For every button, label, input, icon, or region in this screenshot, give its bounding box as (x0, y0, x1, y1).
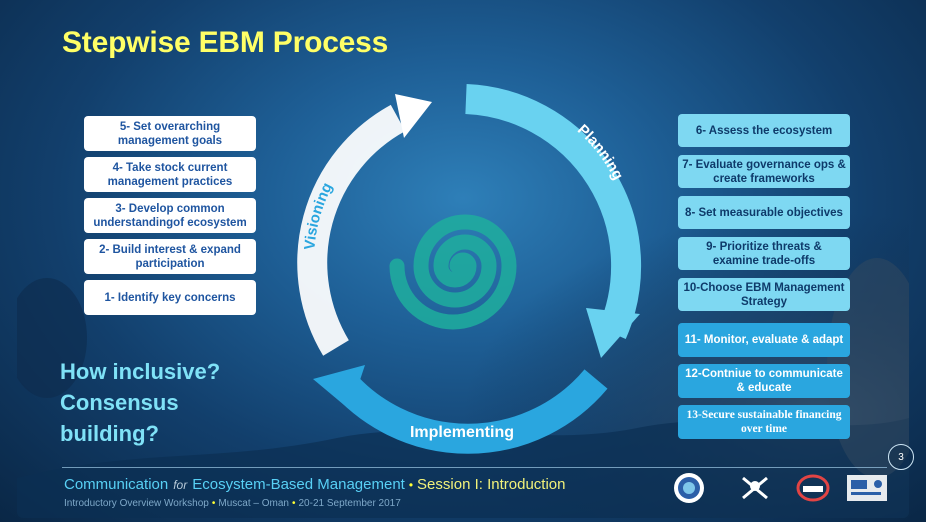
slide-title: Stepwise EBM Process (62, 26, 389, 59)
un-environment-logo-icon (847, 475, 887, 501)
footer-bullet: • (408, 478, 414, 492)
question-line-2: Consensus (60, 390, 179, 415)
step-7-box: 7- Evaluate governance ops & create fram… (678, 155, 850, 188)
footer-divider (62, 467, 887, 468)
footer-bullet-2: • (211, 498, 216, 509)
step-13-box: 13-Secure sustainable financing over tim… (678, 405, 850, 439)
jica-logo-icon (796, 474, 830, 502)
footer-title: Communication for Ecosystem-Based Manageme… (64, 476, 565, 493)
footer-session: Session I: Introduction (417, 476, 566, 493)
footer-dates: 20-21 September 2017 (298, 498, 401, 509)
footer-communication: Communication (64, 476, 169, 493)
implementing-arrowhead (313, 365, 365, 410)
step-2-box: 2- Build interest & expand participation (84, 239, 256, 274)
planning-arrowhead (586, 308, 640, 358)
step-6-box: 6- Assess the ecosystem (678, 114, 850, 147)
step-12-box: 12-Contniue to communicate & educate (678, 364, 850, 398)
question-line-1: How inclusive? (60, 359, 221, 384)
footer-location: Muscat – Oman (218, 498, 289, 509)
footer-bullet-3: • (291, 498, 296, 509)
spiral-icon (389, 214, 517, 330)
footer-workshop: Introductory Overview Workshop (64, 498, 209, 509)
footer-for: for (173, 478, 188, 492)
footer-ebm: Ecosystem-Based Management (192, 476, 405, 493)
step-5-box: 5- Set overarching management goals (84, 116, 256, 151)
step-8-box: 8- Set measurable objectives (678, 196, 850, 229)
page-number: 3 (888, 444, 914, 470)
step-4-box: 4- Take stock current management practic… (84, 157, 256, 192)
question-line-3: building? (60, 421, 159, 446)
oman-emblem-icon (742, 476, 768, 500)
step-3-box: 3- Develop common understandingof ecosys… (84, 198, 256, 233)
footer-subtitle: Introductory Overview Workshop•Muscat – … (64, 498, 401, 509)
step-11-box: 11- Monitor, evaluate & adapt (678, 323, 850, 357)
ropme-logo-icon (674, 473, 704, 503)
planning-arc (465, 84, 642, 340)
step-9-box: 9- Prioritize threats & examine trade-of… (678, 237, 850, 270)
implementing-label: Implementing (410, 424, 514, 441)
inclusive-question: How inclusive? Consensus building? (60, 356, 220, 449)
step-10-box: 10-Choose EBM Management Strategy (678, 278, 850, 311)
step-1-box: 1- Identify key concerns (84, 280, 256, 315)
implementing-arc (328, 369, 608, 454)
visioning-arc (297, 104, 406, 356)
visioning-arrowhead (395, 94, 432, 138)
